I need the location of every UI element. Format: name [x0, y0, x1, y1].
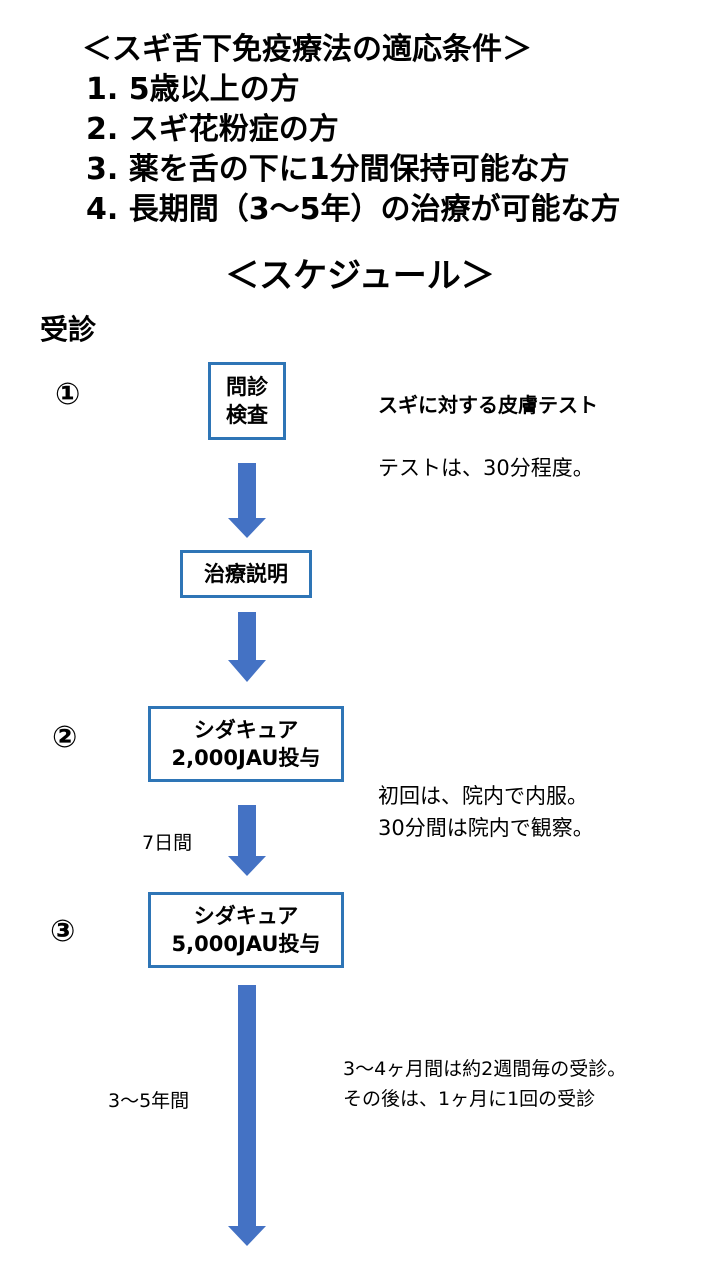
box-line: 検査	[226, 403, 268, 427]
arrow-down-3	[228, 805, 266, 876]
box-line: 5,000JAU投与	[171, 932, 321, 956]
duration-3-5-years: 3〜5年間	[108, 1090, 190, 1112]
box-line: シダキュア	[193, 903, 299, 928]
arrow-down-1	[228, 463, 266, 538]
box-line: 問診	[226, 374, 268, 399]
interview-exam-box: 問診 検査	[208, 362, 286, 440]
skin-test-time: テストは、30分程度。	[378, 456, 594, 480]
visit-frequency-note-1: 3〜4ヶ月間は約2週間毎の受診。	[343, 1058, 627, 1080]
condition-item-1: 1. 5歳以上の方	[86, 72, 300, 107]
step-number-3: ③	[50, 914, 76, 949]
first-dose-note-1: 初回は、院内で内服。	[378, 784, 588, 808]
visit-label: 受診	[40, 313, 97, 346]
box-line: シダキュア	[193, 717, 299, 742]
skin-test-title: スギに対する皮膚テスト	[378, 393, 598, 417]
duration-7-days: 7日間	[142, 832, 193, 854]
treatment-explanation-box: 治療説明	[180, 550, 312, 598]
dose-2000-box: シダキュア 2,000JAU投与	[148, 706, 344, 782]
step-number-2: ②	[52, 720, 78, 755]
schedule-heading: ＜スケジュール＞	[225, 256, 495, 296]
conditions-heading: ＜スギ舌下免疫療法の適応条件＞	[82, 32, 532, 67]
box-line: 治療説明	[204, 561, 288, 586]
condition-item-2: 2. スギ花粉症の方	[86, 112, 339, 147]
condition-item-4: 4. 長期間（3〜5年）の治療が可能な方	[86, 192, 621, 227]
condition-item-3: 3. 薬を舌の下に1分間保持可能な方	[86, 152, 570, 187]
box-line: 2,000JAU投与	[171, 746, 321, 770]
first-dose-note-2: 30分間は院内で観察。	[378, 816, 594, 840]
visit-frequency-note-2: その後は、1ヶ月に1回の受診	[343, 1088, 596, 1110]
step-number-1: ①	[55, 377, 81, 412]
dose-5000-box: シダキュア 5,000JAU投与	[148, 892, 344, 968]
arrow-down-2	[228, 612, 266, 682]
arrow-down-4	[228, 985, 266, 1246]
